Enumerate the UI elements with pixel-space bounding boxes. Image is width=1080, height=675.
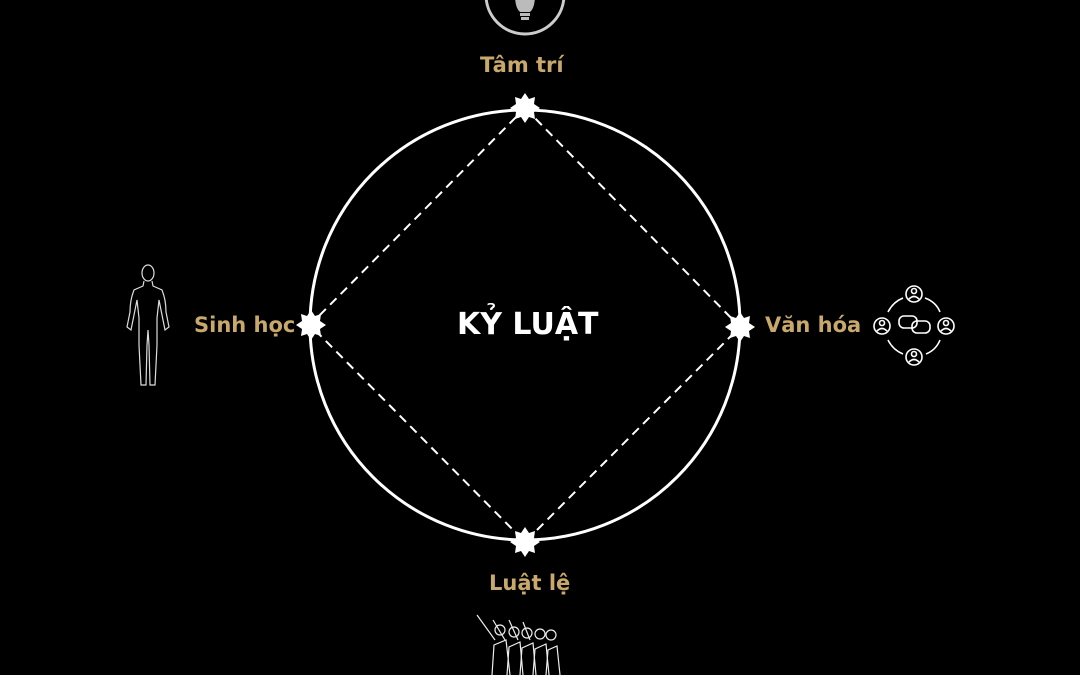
node-label-mind: Tâm trí xyxy=(480,53,564,77)
star-node-left xyxy=(296,310,326,340)
marching-soldiers-icon xyxy=(476,614,561,675)
social-conversation-icon xyxy=(873,285,955,366)
node-label-rules: Luật lệ xyxy=(489,571,571,595)
center-title: KỶ LUẬT xyxy=(457,307,599,342)
star-node-right xyxy=(725,312,755,342)
node-label-biology: Sinh học xyxy=(194,313,296,337)
star-node-bottom xyxy=(510,527,540,557)
star-node-top xyxy=(510,93,540,123)
human-body-icon xyxy=(126,264,170,386)
node-label-culture: Văn hóa xyxy=(765,313,862,337)
lightbulb-icon xyxy=(484,0,566,36)
